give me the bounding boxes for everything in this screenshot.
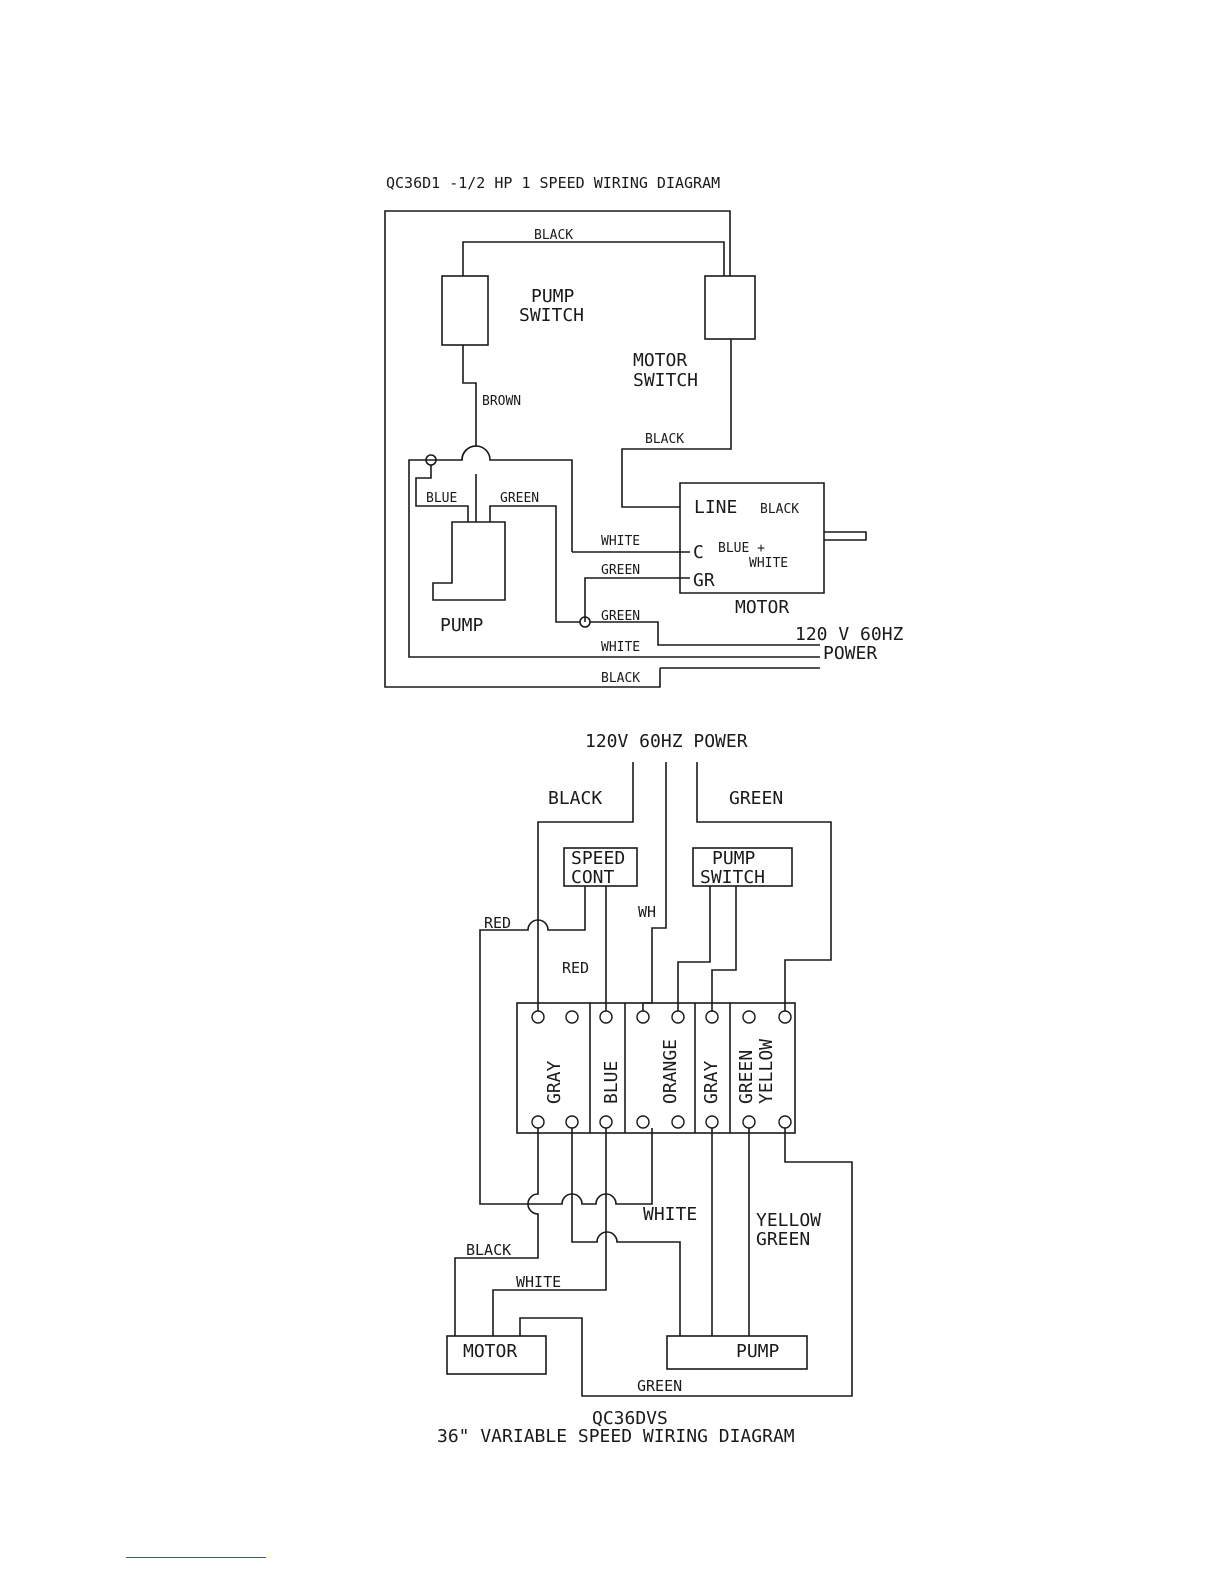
label-white-mid: WHITE bbox=[643, 1204, 697, 1225]
terminals-top bbox=[531, 1010, 792, 1024]
pump-switch-label-2: SWITCH bbox=[519, 305, 584, 326]
pump-box bbox=[432, 521, 506, 601]
motor-label-2: MOTOR bbox=[463, 1341, 517, 1362]
motor-shaft bbox=[824, 531, 867, 541]
pump-switch-label-2-1: PUMP bbox=[712, 848, 756, 869]
motor-label: MOTOR bbox=[735, 597, 789, 618]
label-yellow: YELLOW bbox=[756, 1210, 821, 1231]
motor-line-wire-label: BLACK bbox=[760, 502, 799, 517]
green-power-drop bbox=[696, 762, 832, 1012]
green-power-wire bbox=[590, 621, 820, 646]
motor-blue-white-1: BLUE + bbox=[718, 541, 765, 556]
label-white-power: WHITE bbox=[601, 640, 640, 655]
black-power-drop bbox=[537, 762, 634, 1012]
terminal-label-green: GREEN bbox=[736, 1050, 757, 1104]
motor-box-2 bbox=[446, 1335, 547, 1375]
label-black-motor: BLACK bbox=[466, 1241, 511, 1259]
terminal-label-yellow: YELLOW bbox=[756, 1039, 777, 1104]
motor-switch-label-2: SWITCH bbox=[633, 370, 698, 391]
label-red-mid: RED bbox=[562, 959, 589, 977]
diagram2-title-2: 36" VARIABLE SPEED WIRING DIAGRAM bbox=[437, 1426, 795, 1447]
pump-switch-label-2-2: SWITCH bbox=[700, 867, 765, 888]
speed-cont-label-2: CONT bbox=[571, 867, 615, 888]
white-inner-loop bbox=[408, 445, 820, 658]
terminal-label-orange: ORANGE bbox=[660, 1039, 681, 1104]
pump-switch-wire-b bbox=[711, 886, 737, 1012]
label-green-bottom: GREEN bbox=[637, 1377, 682, 1395]
label-blue: BLUE bbox=[426, 491, 457, 506]
label-red-left: RED bbox=[484, 914, 511, 932]
label-green-top-2: GREEN bbox=[729, 788, 783, 809]
label-black-power: BLACK bbox=[601, 671, 640, 686]
label-black-top-2: BLACK bbox=[548, 788, 602, 809]
terminals-bottom bbox=[531, 1115, 792, 1129]
motor-box bbox=[679, 482, 825, 594]
green-gr-wire bbox=[584, 577, 690, 622]
white-mid-wire bbox=[571, 1128, 681, 1336]
label-green-pump: GREEN bbox=[500, 491, 539, 506]
green-ground-wire bbox=[519, 1128, 853, 1397]
motor-c-label: C bbox=[693, 542, 704, 563]
label-black-top: BLACK bbox=[534, 228, 573, 243]
label-yellow-green: GREEN bbox=[756, 1229, 810, 1250]
label-black-mid: BLACK bbox=[645, 432, 684, 447]
diagram-qc36dvs: 120V 60HZ POWER BLACK GREEN WH SPEED CON… bbox=[437, 731, 853, 1447]
motor-line-label: LINE bbox=[694, 497, 737, 518]
brown-wire bbox=[461, 345, 477, 461]
terminal-label-gray-1: GRAY bbox=[544, 1060, 565, 1104]
label-white-motor: WHITE bbox=[516, 1273, 561, 1291]
pump-label: PUMP bbox=[440, 615, 484, 636]
power-title: 120V 60HZ POWER bbox=[585, 731, 748, 752]
black-switch-wire bbox=[462, 241, 725, 276]
pump-switch-box-2 bbox=[692, 847, 793, 887]
green-pump-wire bbox=[489, 505, 580, 623]
label-white-c: WHITE bbox=[601, 534, 640, 549]
pump-switch-box bbox=[441, 275, 489, 346]
label-wh: WH bbox=[638, 903, 656, 921]
diagram2-title-1: QC36DVS bbox=[592, 1408, 668, 1429]
diagram1-title: QC36D1 -1/2 HP 1 SPEED WIRING DIAGRAM bbox=[386, 174, 720, 192]
power-label-1: 120 V 60HZ bbox=[795, 624, 904, 645]
power-label-2: POWER bbox=[823, 643, 877, 664]
white-power-drop bbox=[642, 762, 667, 1012]
footer-rule bbox=[126, 1557, 266, 1558]
diagram-qc36d1: QC36D1 -1/2 HP 1 SPEED WIRING DIAGRAM BL… bbox=[384, 174, 904, 688]
pump-label-2: PUMP bbox=[736, 1341, 780, 1362]
label-brown: BROWN bbox=[482, 394, 521, 409]
motor-switch-label-1: MOTOR bbox=[633, 350, 687, 371]
outer-black-wire bbox=[384, 210, 731, 688]
speed-cont-label-1: SPEED bbox=[571, 848, 625, 869]
pump-box-2 bbox=[666, 1335, 808, 1370]
pump-switch-label-1: PUMP bbox=[531, 286, 575, 307]
terminal-label-blue: BLUE bbox=[601, 1061, 622, 1104]
label-green-power: GREEN bbox=[601, 609, 640, 624]
red-bottom-wire bbox=[530, 1128, 653, 1205]
speed-control-box bbox=[563, 847, 638, 887]
red-wire-left bbox=[479, 886, 586, 1205]
motor-blue-white-2: WHITE bbox=[749, 556, 788, 571]
black-motor-wire bbox=[454, 1128, 539, 1336]
blue-wire bbox=[415, 465, 469, 522]
motor-gr-label: GR bbox=[693, 570, 715, 591]
white-motor-wire bbox=[492, 1128, 607, 1336]
terminal-label-gray-2: GRAY bbox=[701, 1060, 722, 1104]
terminal-block bbox=[516, 1002, 796, 1134]
pump-switch-wire-a bbox=[677, 886, 711, 1012]
black-line-wire bbox=[621, 339, 732, 508]
motor-switch-box bbox=[704, 275, 756, 340]
label-green-gr: GREEN bbox=[601, 563, 640, 578]
